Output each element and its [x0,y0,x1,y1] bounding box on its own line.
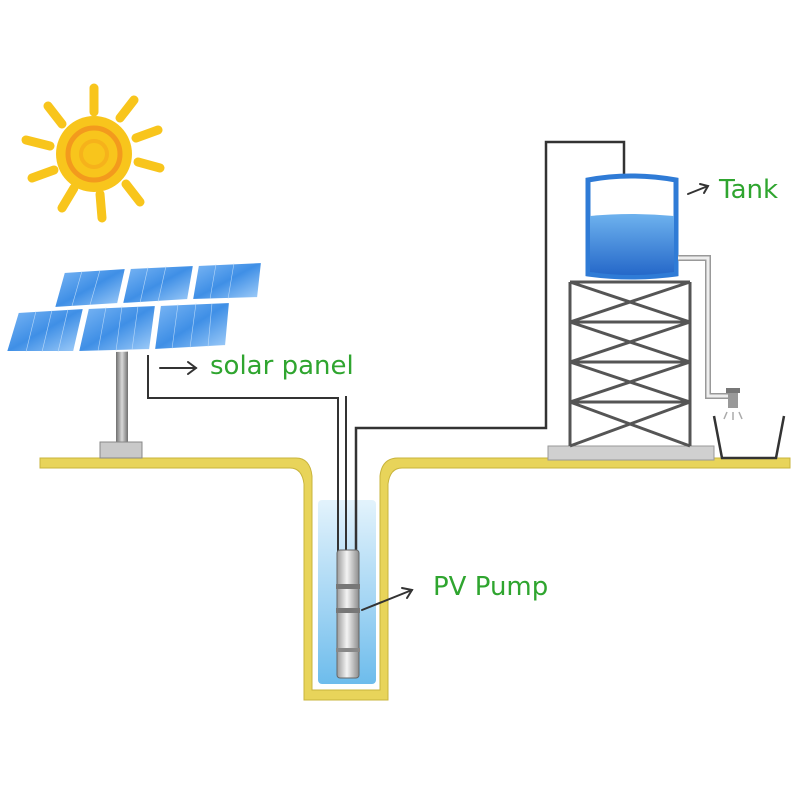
solar-panel-label: solar panel [210,351,354,381]
water-trough [712,415,786,460]
tank-arrow [687,183,710,195]
faucet-icon [723,388,743,420]
tank-label: Tank [719,175,779,205]
tank-tower [547,280,715,461]
solar-panel-icon [4,260,264,459]
tank-icon [585,173,679,280]
ground [39,457,791,701]
pv-pump-arrow [361,587,414,611]
pump-icon [336,549,360,679]
pump-to-tank-pipe [354,140,626,552]
pv-pump-label: PV Pump [433,572,549,602]
outlet-pipe [678,255,734,399]
sun-icon [21,83,165,223]
panel-to-pump-cable [147,355,347,552]
solar-panel-arrow [159,361,198,375]
